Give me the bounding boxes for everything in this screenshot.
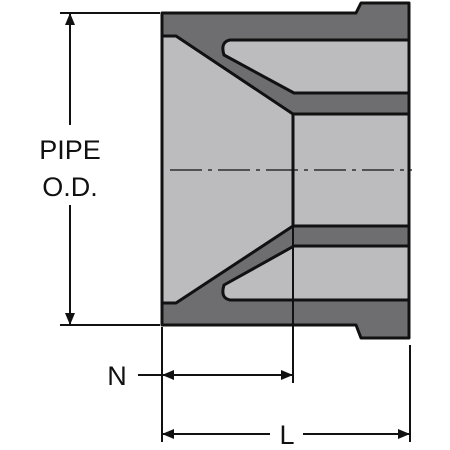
od-label: O.D. (42, 172, 98, 202)
n-label: N (107, 361, 127, 391)
pipe-label: PIPE (39, 135, 101, 165)
upper-slot (221, 38, 411, 95)
lower-slot (221, 244, 411, 302)
l-label: L (279, 420, 294, 450)
